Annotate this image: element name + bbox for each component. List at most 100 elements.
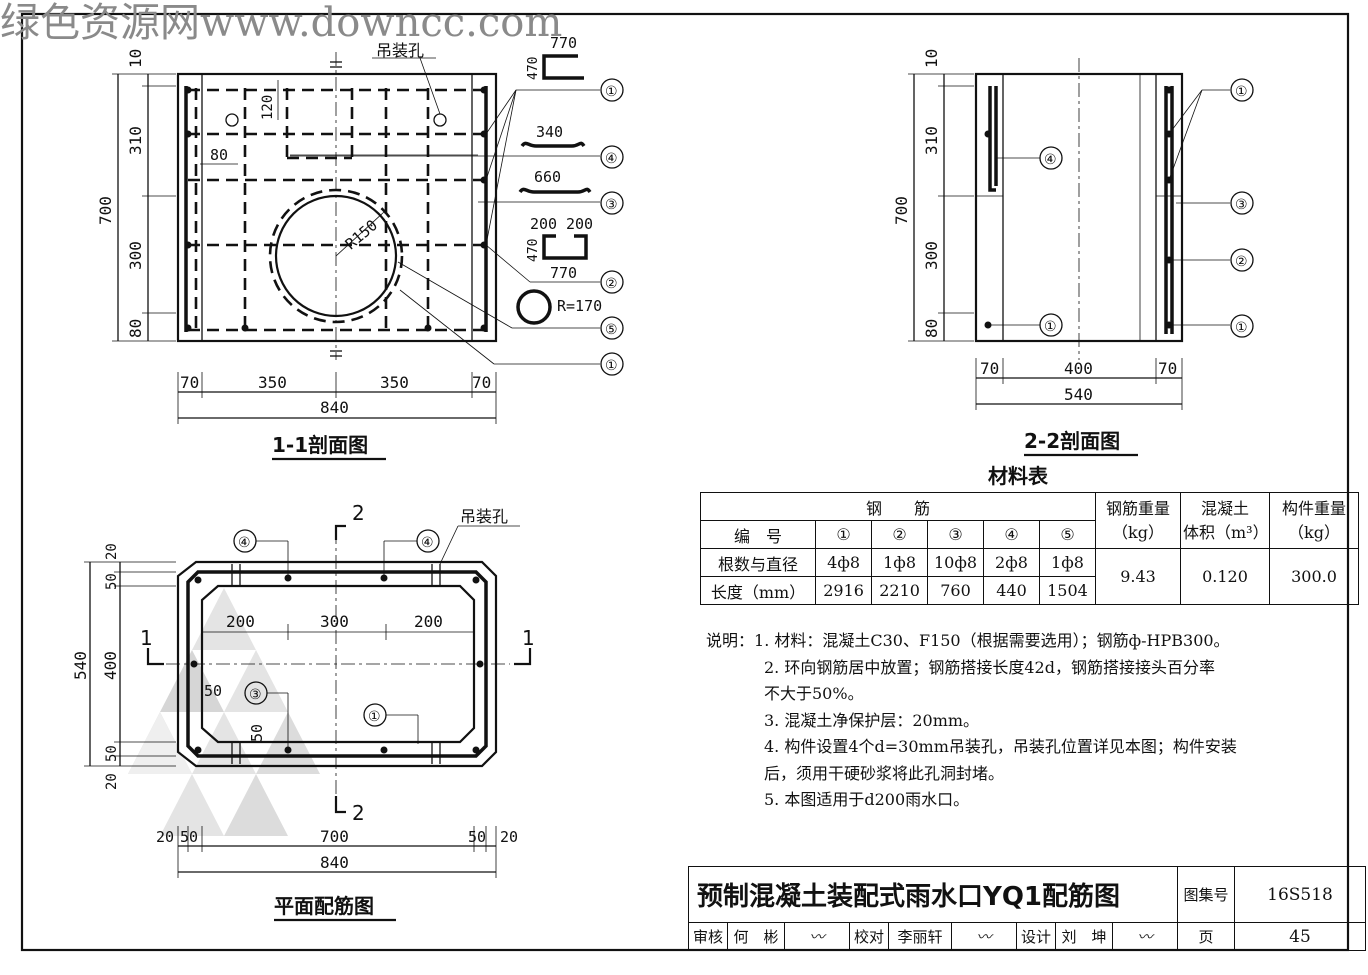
mat-qty-2: 1ф8 [871,548,929,577]
bar2-w2: 200 [566,215,593,233]
plan-outer [176,560,498,768]
note-3: 3. 混凝土净保护层：20mm。 [764,710,980,730]
s22-callout-1a: ① [1235,84,1248,100]
mat-h-steel-weight-label: 钢筋重量 [1105,498,1170,518]
note-4: 4. 构件设置4个d=30mm吊装孔，吊装孔位置详见本图；构件安装 [764,737,1237,756]
mat-volume: 0.120 [1180,548,1270,605]
s22-dim-left-2: 300 [922,241,941,270]
material-title: 材料表 [988,464,1049,488]
s11-outline [176,72,498,343]
s11-radius-label: R150 [342,216,381,253]
plan-inner [200,584,476,744]
mat-qty-5: 1ф8 [1038,548,1097,577]
bar1-h: 470 [526,57,541,80]
plan-dim-top-2: 200 [414,612,443,631]
plan-dim-bottom-1: 50 [180,828,198,846]
mat-len-1: 2916 [815,576,873,605]
s11-callout-5: ⑤ [605,322,618,338]
material-table: 钢 筋 钢筋重量（kg） 混凝土体积（m³） 构件重量（kg） 编 号 ① ② … [699,492,1359,605]
notes: 说明：1. 材料：混凝土C30、F150（根据需要选用）；钢筋ф-HPB300。… [706,628,1346,814]
mat-steel-weight: 9.43 [1095,548,1181,605]
plan-watermark-triangles [128,588,320,836]
s22-dim-left-0: 10 [922,49,941,68]
bar-shape-2 [542,234,588,260]
plan-dim-total-bottom: 840 [320,853,349,872]
s11-hole-label: 吊装孔 [376,41,424,60]
plan-callout-4a: ④ [238,535,251,551]
s22-callout-1b: ① [1235,320,1248,336]
plan-dim-top-0: 200 [226,612,255,631]
page-label: 页 [1177,922,1235,951]
note-5: 5. 本图适用于d200雨水口。 [764,790,970,809]
mat-r-len: 长度（mm） [699,576,817,605]
s22-dim-total-bottom: 540 [1064,385,1093,404]
note-1: 1. 材料：混凝土C30、F150（根据需要选用）；钢筋ф-HPB300。 [754,631,1230,650]
mat-h-kg2: （kg） [1288,522,1340,542]
s11-callout-1a: ① [605,84,618,100]
title-block: 预制混凝土装配式雨水口YQ1配筋图 图集号 16S518 审核 何 彬 〰 校对… [688,866,1366,951]
reviewer-signature: 〰 [784,922,850,951]
check-label: 校对 [849,922,889,951]
s11-dim-left-1: 310 [126,126,145,155]
mat-no-2: ② [871,520,929,549]
plan-dim-left-3: 50 [104,745,120,762]
mat-len-3: 760 [927,576,985,605]
s11-dim-80: 80 [210,146,228,164]
bar-shape-4 [520,141,586,148]
mat-no-5: ⑤ [1038,520,1097,549]
s11-callouts: ① ④ ③ ② ⑤ ① [290,78,624,376]
s22-callout-3: ③ [1235,197,1248,213]
atlas-number: 16S518 [1234,866,1366,923]
plan-dim-bottom-3: 50 [468,828,486,846]
plan-cut-1-left: 1 [140,626,153,650]
plan-dim-50b: 50 [248,724,266,742]
plan-cut-2-bottom: 2 [352,801,365,825]
bar-shape-5 [516,289,552,325]
mat-h-kg1: （kg） [1112,522,1164,542]
s11-dim-120: 120 [260,95,276,120]
design-label: 设计 [1016,922,1056,951]
note-2: 2. 环向钢筋居中放置；钢筋搭接长度42d，钢筋搭接接头百分率 [764,657,1215,677]
bar3-w: 660 [534,168,561,186]
s22-dim-bottom-1: 400 [1064,359,1093,378]
s22-callout-2: ② [1235,254,1248,270]
review-label: 审核 [688,922,728,951]
bar5-r: R=170 [557,297,602,315]
mat-h-steel-weight: 钢筋重量 （kg） [1095,492,1181,549]
plan-dim-left-1: 50 [104,573,120,590]
designer-name: 刘 坤 [1055,922,1113,951]
mat-no-4: ④ [983,520,1040,549]
watermark: 绿色资源网www.downcc.com [0,0,562,46]
plan-dim-left-4: 20 [104,773,120,790]
s11-dim-left-0: 10 [126,49,145,68]
mat-no-3: ③ [927,520,985,549]
mat-h-member: 构件重量 （kg） [1269,492,1359,549]
section-2-2: ④ ① ① ③ ② ① 10 310 300 80 700 70 400 70 … [892,49,1254,457]
mat-member-weight: 300.0 [1269,548,1359,605]
drawing-title: 预制混凝土装配式雨水口YQ1配筋图 [688,866,1178,923]
s22-dim-bottom-2: 70 [1158,359,1177,378]
mat-h-vol: 体积（m³） [1183,522,1269,542]
mat-len-4: 440 [983,576,1040,605]
bar2-w: 770 [550,264,577,282]
s11-dim-total-bottom: 840 [320,398,349,417]
s11-dim-left-3: 80 [126,319,145,338]
section-1-1: R150 吊装孔 10 310 300 80 700 120 80 [96,41,498,461]
mat-qty-3: 10ф8 [927,548,985,577]
s11-dim-bottom-2: 350 [380,373,409,392]
plan-dim-50a: 50 [204,682,222,700]
s22-title: 2-2剖面图 [1024,429,1120,453]
plan-dim-bottom-2: 700 [320,827,349,846]
atlas-label: 图集号 [1177,866,1235,923]
plan-cut-2-top: 2 [352,501,365,525]
mat-h-member-label: 构件重量 [1281,498,1346,518]
note-2b: 不大于50%。 [764,684,864,703]
s11-callout-4: ④ [605,151,618,167]
s22-callout-4: ④ [1044,152,1057,168]
mat-qty-1: 4ф8 [815,548,873,577]
s22-dim-left-1: 310 [922,126,941,155]
mat-qty-4: 2ф8 [983,548,1040,577]
mat-no-1: ① [815,520,873,549]
s11-dim-bottom-1: 350 [258,373,287,392]
